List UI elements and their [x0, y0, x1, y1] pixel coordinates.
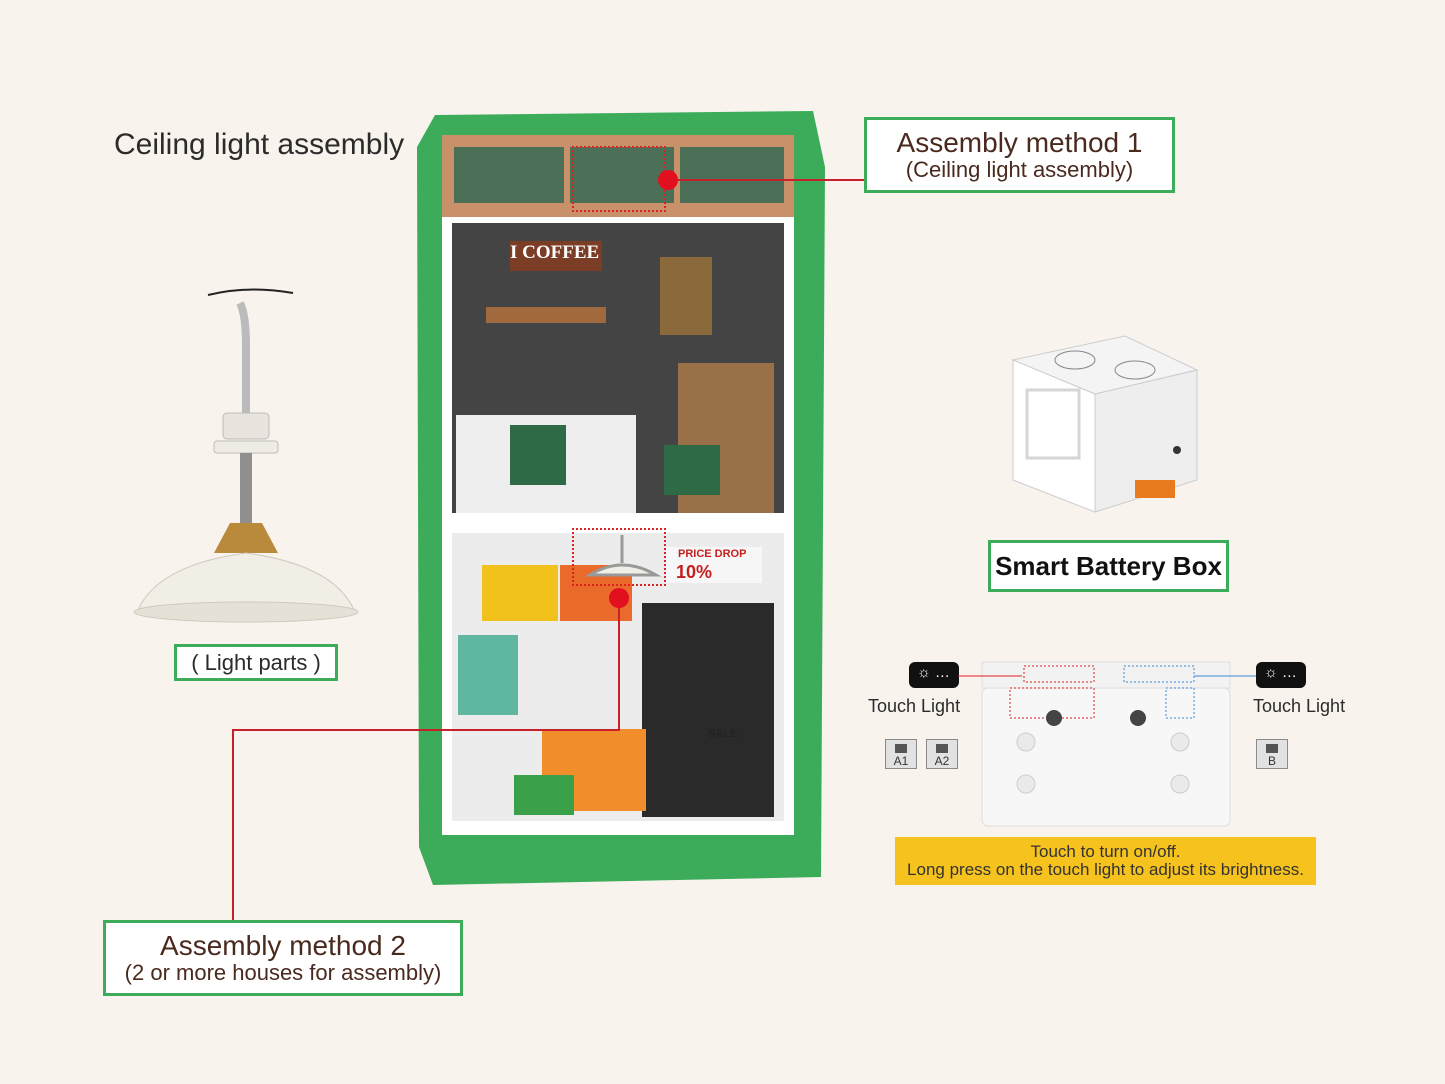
touch-connector-lines	[958, 675, 1256, 677]
battery-box-top-view	[981, 661, 1231, 827]
battery-box-icon	[1011, 335, 1199, 513]
touch-button-icon-left: ☼ …	[909, 662, 959, 688]
battery-box-label: Smart Battery Box	[988, 540, 1229, 592]
marker-dot-bottom	[609, 588, 629, 608]
ceiling-lamp-highlight-bottom	[572, 528, 666, 586]
port-a2: A2	[926, 739, 958, 769]
port-b: B	[1256, 739, 1288, 769]
marker-dot-top	[658, 170, 678, 190]
assembly-method-2-subtitle: (2 or more houses for assembly)	[124, 960, 442, 985]
port-a1: A1	[885, 739, 917, 769]
assembly-method-1-subtitle: (Ceiling light assembly)	[905, 157, 1134, 182]
light-parts-label: ( Light parts )	[174, 644, 338, 681]
assembly-method-1-title: Assembly method 1	[896, 127, 1143, 158]
section-heading: Ceiling light assembly	[114, 128, 405, 161]
note-line-2: Long press on the touch light to adjust …	[907, 860, 1304, 879]
ceiling-lamp-icon	[133, 288, 359, 623]
note-line-1: Touch to turn on/off.	[1030, 842, 1181, 861]
price-drop-sign: PRICE DROP	[678, 548, 747, 560]
assembly-method-1-callout: Assembly method 1 (Ceiling light assembl…	[864, 117, 1175, 193]
touch-light-label-left: Touch Light	[868, 696, 961, 716]
sale-sign: SALE	[708, 728, 738, 740]
touch-light-label-right: Touch Light	[1253, 696, 1346, 716]
coffee-sign: I COFFEE	[510, 242, 600, 263]
discount-sign: 10%	[676, 562, 713, 582]
assembly-method-2-callout: Assembly method 2 (2 or more houses for …	[103, 920, 463, 996]
assembly-method-2-title: Assembly method 2	[160, 930, 406, 961]
touch-button-icon-right: ☼ …	[1256, 662, 1306, 688]
touch-instruction-note: Touch to turn on/off. Long press on the …	[895, 837, 1316, 885]
